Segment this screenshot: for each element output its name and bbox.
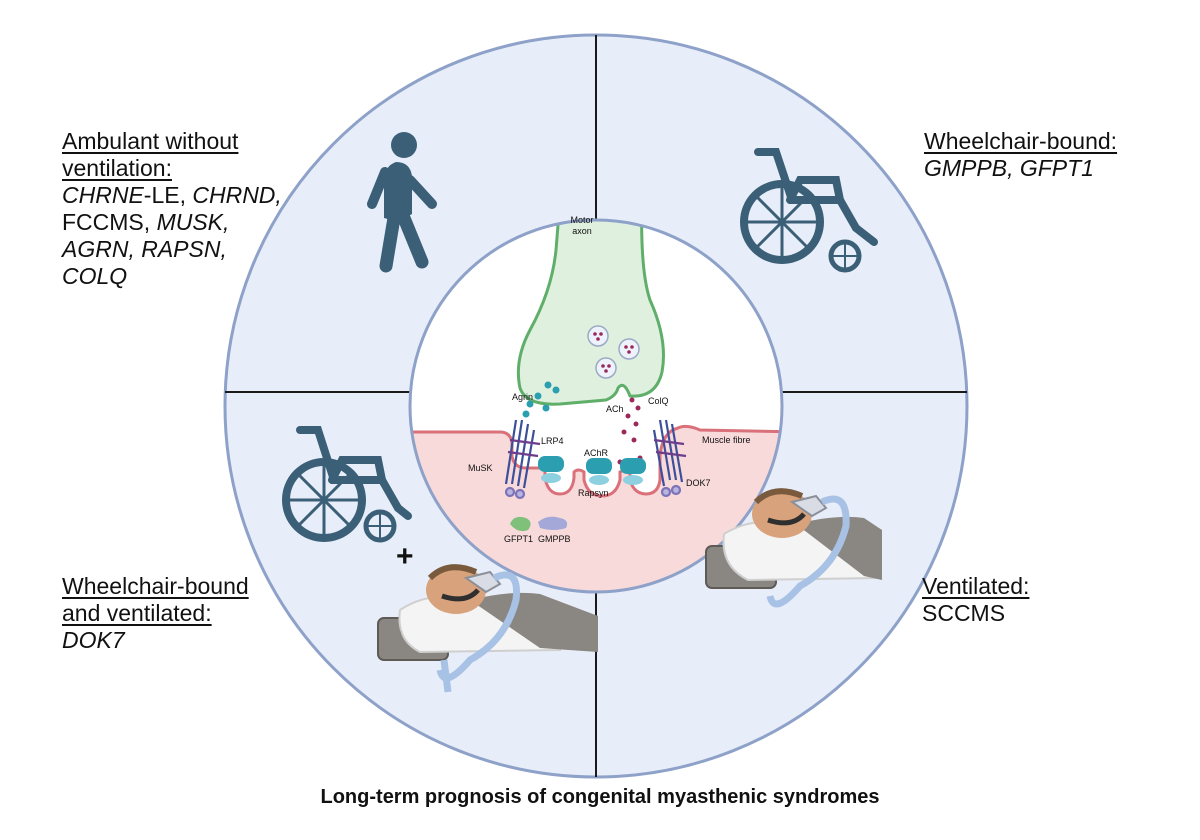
gene-chrne: CHRNE bbox=[62, 182, 144, 208]
label-motor-axon-1: Motor bbox=[570, 215, 593, 225]
quadrant-bottom-left-text: Wheelchair-bound and ventilated: DOK7 bbox=[62, 573, 302, 654]
musk-lrp4-complex bbox=[504, 419, 541, 500]
walking-person-icon bbox=[367, 132, 437, 273]
gene-chrne-suffix: -LE, bbox=[143, 182, 193, 208]
genes-wheelchair: GMPPB, GFPT1 bbox=[924, 155, 1094, 181]
ventilated-patient-illustration-right bbox=[705, 488, 882, 608]
genes-ambulant: CHRNE-LE, CHRND, FCCMS, MUSK, AGRN, RAPS… bbox=[62, 182, 302, 290]
genes-wheelchair-ventilated: DOK7 bbox=[62, 627, 125, 653]
gmppb-shape bbox=[538, 516, 568, 530]
label-gfpt1: GFPT1 bbox=[504, 534, 533, 544]
agrin-molecules bbox=[522, 381, 560, 418]
heading-wheelchair-ventilated-line1: Wheelchair-bound bbox=[62, 573, 249, 599]
label-musk: MuSK bbox=[468, 463, 493, 473]
gfpt1-shape bbox=[510, 516, 531, 532]
label-ach: ACh bbox=[606, 404, 624, 414]
heading-ventilated: Ventilated: bbox=[922, 573, 1030, 599]
plus-sign: + bbox=[396, 540, 414, 573]
heading-ambulant-line2: ventilation: bbox=[62, 155, 172, 181]
heading-wheelchair-ventilated-line2: and ventilated: bbox=[62, 600, 212, 626]
label-lrp4: LRP4 bbox=[541, 436, 564, 446]
quadrant-top-right-text: Wheelchair-bound: GMPPB, GFPT1 bbox=[924, 128, 1164, 182]
label-motor-axon-2: axon bbox=[572, 226, 592, 236]
gene-fccms: FCCMS, bbox=[62, 209, 157, 235]
quadrant-top-left-text: Ambulant without ventilation: CHRNE-LE, … bbox=[62, 128, 302, 290]
vesicles bbox=[587, 325, 640, 379]
label-muscle-fibre: Muscle fibre bbox=[702, 435, 751, 445]
gene-chrnd: CHRND, bbox=[192, 182, 282, 208]
heading-wheelchair: Wheelchair-bound: bbox=[924, 128, 1118, 154]
label-agrin: Agrin bbox=[512, 392, 533, 402]
gene-colq: COLQ bbox=[62, 263, 128, 289]
label-achr: AChR bbox=[584, 448, 609, 458]
genes-ventilated: SCCMS bbox=[922, 600, 1006, 626]
quadrant-bottom-right-text: Ventilated: SCCMS bbox=[922, 573, 1162, 627]
label-gmppb: GMPPB bbox=[538, 534, 571, 544]
dok7-colq-complex bbox=[652, 419, 687, 498]
wheelchair-icon-bottom bbox=[282, 426, 412, 543]
gene-agrn-rapsn: AGRN, RAPSN, bbox=[62, 236, 227, 262]
heading-ambulant-line1: Ambulant without bbox=[62, 128, 239, 154]
ventilated-patient-illustration-bottom bbox=[377, 564, 598, 693]
figure-caption: Long-term prognosis of congenital myasth… bbox=[320, 786, 880, 808]
gene-musk: MUSK, bbox=[156, 209, 230, 235]
label-rapsyn: Rapsyn bbox=[578, 488, 609, 498]
label-colq: ColQ bbox=[648, 396, 669, 406]
wheelchair-icon-top bbox=[740, 148, 878, 273]
label-dok7: DOK7 bbox=[686, 478, 711, 488]
achr-receptors bbox=[538, 456, 646, 485]
